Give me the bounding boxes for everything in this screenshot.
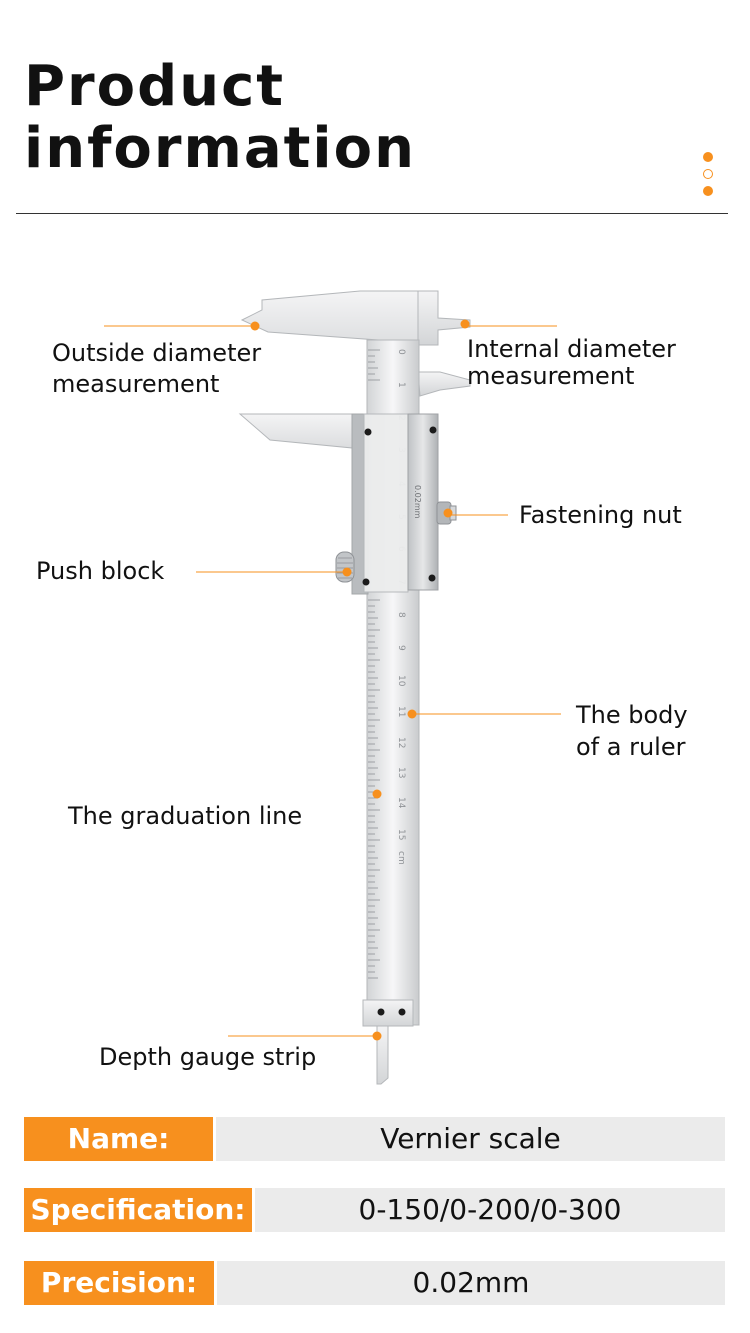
scale-number: 12 <box>396 737 406 748</box>
callout-dot-icon <box>342 567 352 577</box>
label-graduation-line: The graduation line <box>68 802 303 830</box>
spec-row-name: Name: Vernier scale <box>24 1117 725 1161</box>
label-push-block: Push block <box>36 557 165 585</box>
dot-icon <box>703 186 713 196</box>
spec-row-specification: Specification: 0-150/0-200/0-300 <box>24 1188 725 1232</box>
dot-icon <box>703 169 713 179</box>
scale-number: 11 <box>396 706 406 717</box>
spec-key: Name: <box>24 1117 213 1161</box>
spec-value: 0.02mm <box>217 1261 725 1305</box>
scale-number: 10 <box>396 675 406 687</box>
header-divider <box>16 213 728 214</box>
callout-dot-icon <box>372 1031 382 1041</box>
depth-gauge-strip <box>362 999 414 1085</box>
spec-key: Specification: <box>24 1188 252 1232</box>
title-line-2: information <box>24 116 416 181</box>
callout-dot-icon <box>407 709 417 719</box>
scale-number: 1 <box>396 382 406 388</box>
spec-value: Vernier scale <box>216 1117 725 1161</box>
page-title: Product information <box>24 56 416 180</box>
callout-dot-icon <box>443 508 453 518</box>
scale-number: 9 <box>396 645 406 651</box>
vernier-slider: 0.02mm <box>351 413 439 595</box>
scale-number: 0 <box>396 349 406 355</box>
vernier-text: 0.02mm <box>413 485 422 519</box>
label-line: of a ruler <box>576 733 686 761</box>
scale-number: 8 <box>396 612 406 618</box>
scale-unit: cm <box>396 851 406 865</box>
scale-number: 14 <box>396 797 406 809</box>
spec-key: Precision: <box>24 1261 214 1305</box>
more-dots-icon <box>703 152 715 198</box>
dot-icon <box>703 152 713 162</box>
callout-dot-icon <box>372 789 382 799</box>
caliper-diagram: 0 1 2 3 4 5 6 7 8 9 10 11 12 13 14 15 cm <box>104 290 561 1085</box>
callout-dot-icon <box>460 319 470 329</box>
label-line: measurement <box>467 362 635 390</box>
spec-row-precision: Precision: 0.02mm <box>24 1261 725 1305</box>
label-ruler-body: The body of a ruler <box>576 699 688 763</box>
spec-value: 0-150/0-200/0-300 <box>255 1188 725 1232</box>
scale-number: 13 <box>396 767 406 778</box>
label-line: measurement <box>52 370 220 398</box>
label-internal-diameter: Internal diameter measurement <box>467 336 676 390</box>
label-line: Outside diameter <box>52 339 262 367</box>
fixed-jaw <box>240 290 471 369</box>
label-line: The body <box>576 701 688 729</box>
callout-dot-icon <box>250 321 260 331</box>
label-outside-diameter: Outside diameter measurement <box>52 338 261 400</box>
title-line-1: Product <box>24 54 286 119</box>
callout-lines <box>104 325 561 1037</box>
push-block <box>335 551 355 583</box>
label-line: Internal diameter <box>467 335 676 363</box>
scale-number: 15 <box>396 829 406 840</box>
label-fastening-nut: Fastening nut <box>519 501 682 529</box>
label-depth-gauge: Depth gauge strip <box>99 1043 317 1071</box>
